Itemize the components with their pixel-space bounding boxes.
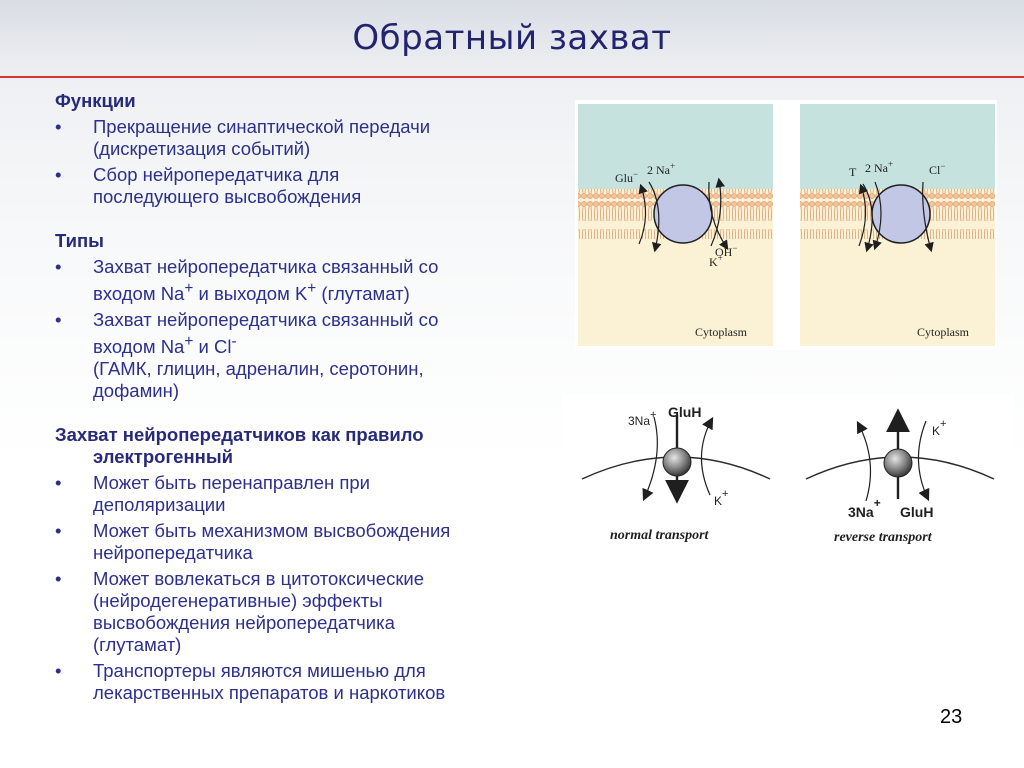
types-heading: Типы: [55, 230, 104, 251]
list-item: Сбор нейропередатчика для последующего в…: [55, 164, 555, 208]
list-item: Транспортеры являются мишенью для лекарс…: [55, 660, 555, 704]
transporter-ball: [883, 448, 913, 478]
transporter-ball: [662, 447, 692, 477]
label-gluh: GluH: [668, 404, 701, 420]
list-item: Может быть механизмом высвобождения нейр…: [55, 520, 555, 564]
glutamate-transport-figure: 3Na+ GluH K+ normal transport K+ 3Na+ Gl…: [562, 395, 1014, 560]
label-3na: 3Na+: [848, 496, 881, 520]
label-3na: 3Na+: [628, 409, 656, 428]
label-k: K+: [709, 253, 723, 269]
title-divider: [0, 76, 1024, 78]
caption-reverse: reverse transport: [834, 530, 933, 545]
list-item: Захват нейропередатчика связанный со вхо…: [55, 309, 555, 402]
list-item: Захват нейропередатчика связанный со вхо…: [55, 256, 555, 305]
functions-heading: Функции: [55, 90, 136, 111]
list-item: Может вовлекаться в цитотоксические (ней…: [55, 568, 555, 656]
arrow-out-k: [710, 177, 725, 247]
k-arrow: [700, 416, 714, 496]
label-cl: Cl−: [929, 161, 945, 177]
normal-transport-panel: 3Na+ GluH K+ normal transport: [581, 404, 771, 543]
slide-title: Обратный захват: [352, 18, 672, 58]
caption-normal: normal transport: [610, 528, 710, 543]
label-t: T: [849, 165, 857, 179]
page-number: 23: [940, 706, 963, 728]
label-k: K+: [714, 488, 728, 508]
label-na: 2 Na+: [865, 159, 893, 175]
label-glu: Glu−: [615, 169, 638, 185]
functions-list: Прекращение синаптической передачи (диск…: [55, 116, 555, 208]
arrow-out: [858, 183, 868, 247]
reverse-transport-panel: K+ 3Na+ GluH reverse transport: [805, 408, 995, 545]
transporter-protein: [653, 184, 713, 244]
list-item: Может быть перенаправлен при деполяризац…: [55, 472, 555, 516]
label-na: 2 Na+: [647, 161, 675, 177]
arrow-in-cl: [922, 181, 934, 253]
label-cytoplasm: Cytoplasm: [695, 325, 748, 339]
slide-body: Функции Прекращение синаптической переда…: [55, 90, 555, 704]
electrogenic-list: Может быть перенаправлен при деполяризац…: [55, 472, 555, 704]
label-cytoplasm: Cytoplasm: [917, 325, 970, 339]
arrow-out-glu: [638, 183, 648, 245]
transporter-membrane-figure: Glu− 2 Na+ OH− K+ Cytoplasm T 2 Na+ Cl− …: [575, 100, 997, 350]
arrow-in-na: [708, 181, 729, 250]
arrow-in-na: [872, 181, 882, 251]
list-item: Прекращение синаптической передачи (диск…: [55, 116, 555, 160]
types-list: Захват нейропередатчика связанный со вхо…: [55, 256, 555, 402]
k-arrow: [917, 420, 930, 502]
na-arrow: [642, 416, 658, 502]
electrogenic-heading-cont: электрогенный: [93, 446, 233, 468]
label-oh: OH−: [715, 243, 737, 259]
electrogenic-heading: Захват нейропередатчиков как правило: [55, 424, 424, 446]
symporter-panel-cl: T 2 Na+ Cl− Cytoplasm: [800, 104, 995, 346]
na-arrow: [856, 420, 872, 502]
symporter-panel-glu: Glu− 2 Na+ OH− K+ Cytoplasm: [578, 104, 773, 346]
label-k: K+: [932, 418, 946, 438]
label-gluh: GluH: [900, 504, 933, 520]
arrow-in-glu: [648, 181, 662, 253]
